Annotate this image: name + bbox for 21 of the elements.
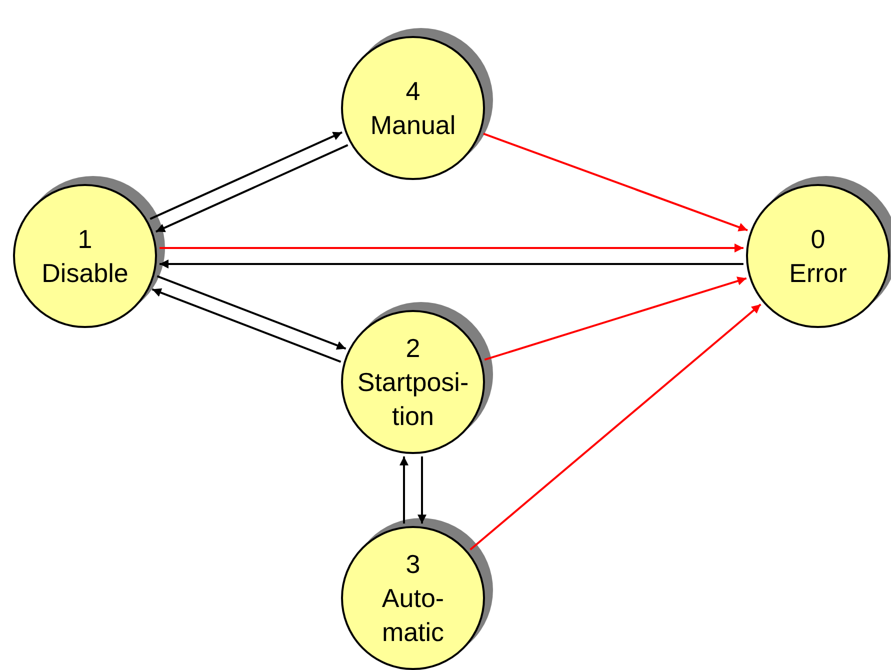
transition-arrow bbox=[152, 288, 342, 363]
state-name: Error bbox=[789, 257, 847, 290]
state-number: 3 bbox=[406, 548, 420, 581]
transition-arrow bbox=[156, 144, 348, 233]
transition-arrow bbox=[470, 304, 762, 550]
transition-arrow bbox=[150, 131, 342, 220]
transition-arrow bbox=[484, 276, 747, 361]
state-name: Manual bbox=[370, 109, 456, 142]
state-name: Auto- matic bbox=[380, 582, 446, 649]
state-number: 4 bbox=[406, 75, 420, 108]
transition-arrow bbox=[160, 244, 744, 252]
state-name: Startposi- tion bbox=[357, 366, 469, 433]
transition-arrow bbox=[418, 456, 426, 524]
state-name: Disable bbox=[42, 257, 128, 290]
state-number: 1 bbox=[78, 223, 92, 256]
transition-arrow bbox=[156, 275, 346, 350]
state-number: 0 bbox=[810, 223, 826, 256]
transition-arrow bbox=[400, 456, 408, 524]
state-number: 2 bbox=[406, 332, 420, 365]
transition-arrow bbox=[160, 260, 744, 268]
transition-arrow bbox=[483, 132, 748, 232]
